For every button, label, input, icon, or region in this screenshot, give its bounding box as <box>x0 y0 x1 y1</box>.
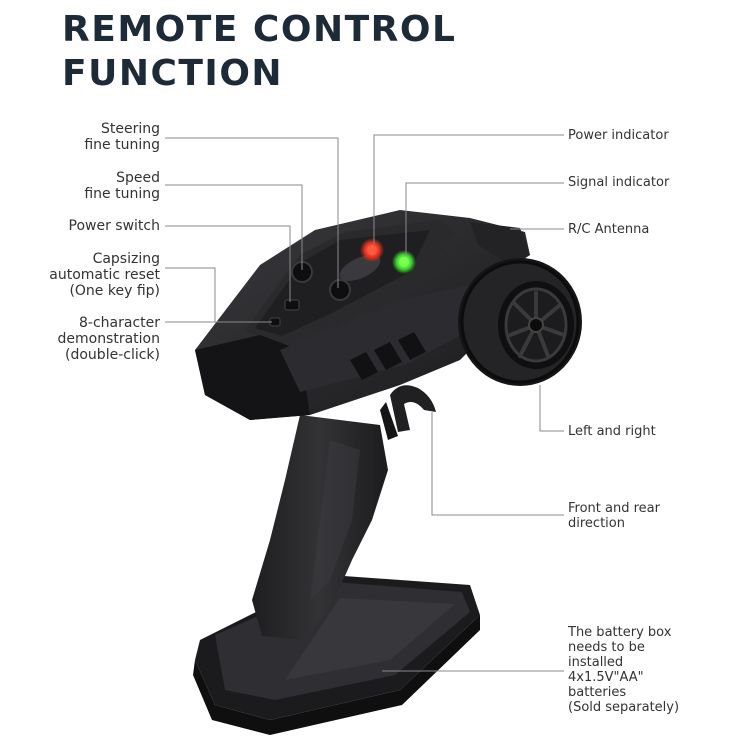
label-power-switch: Power switch <box>68 218 160 234</box>
label-steering-fine-tuning: Steering fine tuning <box>84 121 160 153</box>
base-stand <box>193 575 480 735</box>
label-power-indicator: Power indicator <box>568 128 669 143</box>
label-demonstration: 8-character demonstration (double-click) <box>57 315 160 363</box>
handle-grip <box>252 415 388 640</box>
label-capsizing-reset: Capsizing automatic reset (One key fip) <box>49 251 160 299</box>
page-title: REMOTE CONTROL FUNCTION <box>62 9 457 94</box>
trigger-icon <box>380 385 436 440</box>
label-front-rear: Front and rear direction <box>568 501 660 531</box>
label-battery-box: The battery box needs to be installed 4x… <box>568 625 680 715</box>
leader-lines <box>165 134 564 672</box>
label-left-right: Left and right <box>568 424 656 439</box>
steering-wheel-icon <box>458 258 582 386</box>
label-signal-indicator: Signal indicator <box>568 175 670 190</box>
label-speed-fine-tuning: Speed fine tuning <box>84 170 160 202</box>
label-antenna: R/C Antenna <box>568 222 650 237</box>
